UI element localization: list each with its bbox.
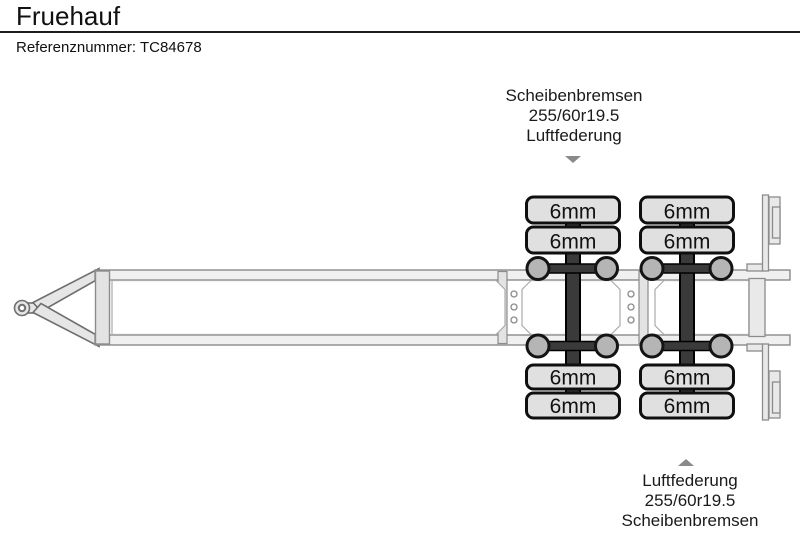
tire [525,195,621,225]
rivet-hole [510,290,518,298]
tire-tread-label: 6mm [664,201,711,224]
tire-tread-label: 6mm [664,231,711,254]
callout-line: Luftfederung [526,126,622,145]
frame-web-panel [654,279,750,336]
tire-tread-label: 6mm [664,367,711,390]
arrow-up-icon [678,459,694,466]
tire [639,195,735,225]
rear-marker-inner-bottom [771,381,781,414]
drawbar [13,267,100,348]
rear-crossmember [748,277,766,338]
page-title: Fruehauf [16,1,121,31]
arrow-down-icon [565,156,581,163]
reference-label: Referenznummer: [16,39,137,56]
callout-line: Luftfederung [642,471,738,490]
callout-line: Scheibenbremsen [621,511,759,530]
rear-bar-bottom [761,343,770,421]
rear-bracket-top [746,263,764,272]
rear-marker-inner-top [771,206,781,239]
front-crossmember [94,270,111,345]
air-bag [639,333,665,359]
tire-tread-label: 6mm [550,395,597,418]
tire [639,225,735,255]
tire-tread-label: 6mm [550,231,597,254]
air-bag [639,256,665,281]
tires-axle-1: 6mm 6mm 6mm 6mm [525,195,621,420]
tow-eye-hole [17,303,27,313]
rivet-hole [627,316,635,324]
header: Fruehauf [0,0,800,33]
air-bag [594,256,619,281]
axle2-callout: Luftfederung 255/60r19.5 Scheibenbremsen [570,471,800,531]
callout-line: Scheibenbremsen [505,86,643,105]
axle-2 [639,202,734,414]
tires-axle-2: 6mm 6mm 6mm 6mm [639,195,735,420]
rivet-hole [510,303,518,311]
rivet-hole [510,316,518,324]
rivet-hole [627,290,635,298]
air-bag [525,256,551,281]
callout-line: 255/60r19.5 [644,491,736,510]
axle1-callout: Scheibenbremsen 255/60r19.5 Luftfederung [454,86,694,146]
tire [525,363,621,391]
rear-bracket-bottom [746,343,764,352]
air-bag [594,333,619,359]
reference-value: TC84678 [139,39,202,56]
drawbar-arm-bottom [31,302,100,348]
reference-number: Referenznummer: TC84678 [16,39,202,56]
rivet-hole [627,303,635,311]
air-bag [708,256,734,281]
air-bag [525,333,551,359]
axle-1 [525,202,619,414]
tire [525,225,621,255]
hanger-bracket [638,270,649,345]
air-bag [708,333,734,359]
tire-tread-label: 6mm [550,367,597,390]
callout-line: 255/60r19.5 [528,106,620,125]
tire-tread-label: 6mm [664,395,711,418]
tire [639,363,735,391]
tire [525,391,621,420]
frame-web-panel [111,279,506,336]
rear-end [746,194,781,421]
tire-tread-label: 6mm [550,201,597,224]
rear-bar-top [761,194,770,272]
tire [639,391,735,420]
